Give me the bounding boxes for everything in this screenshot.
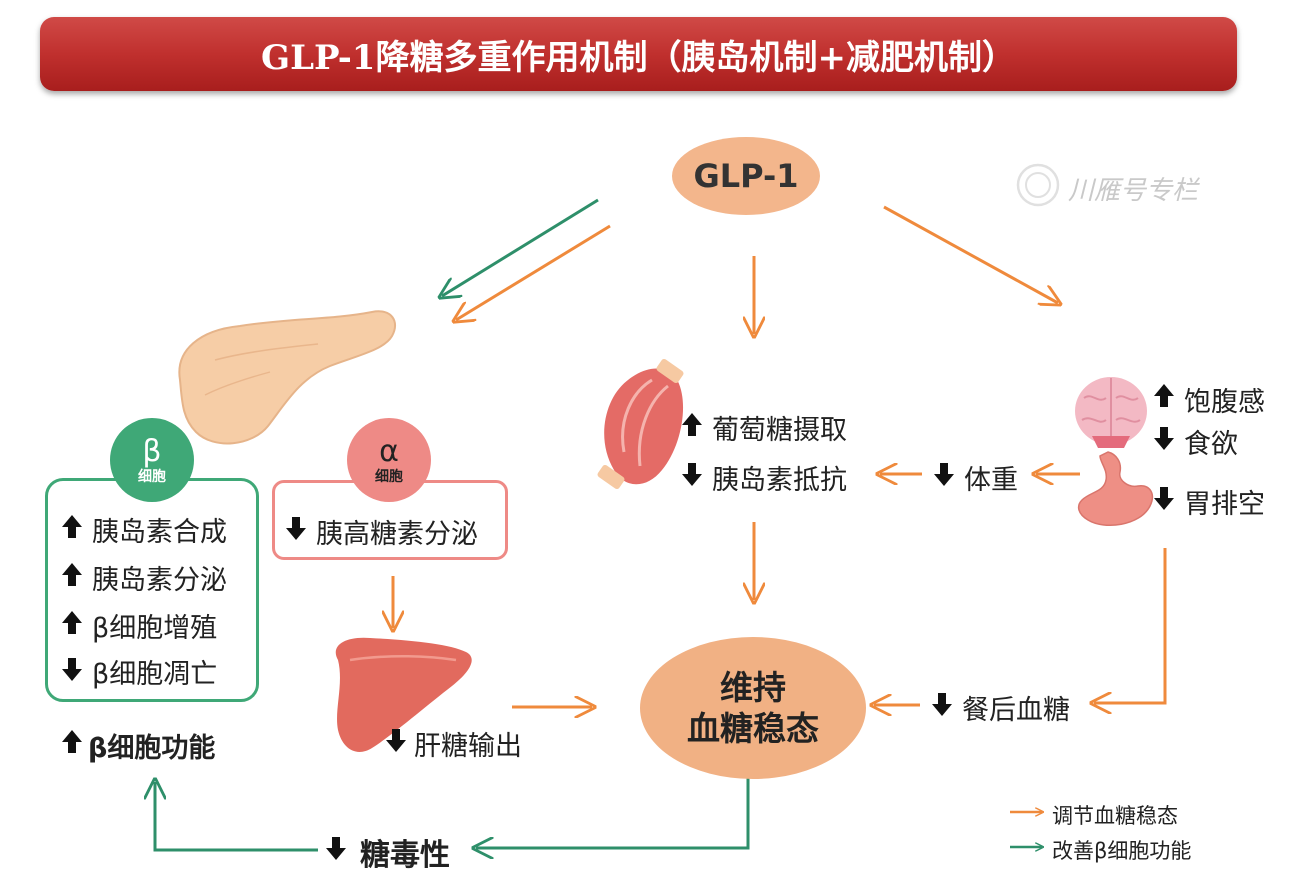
arrow-toxicity-to-beta (155, 782, 318, 852)
glucose-homeostasis-node: 维持 血糖稳态 (640, 637, 866, 779)
brain-image (1075, 377, 1147, 448)
beta-sub-label: 细胞 (138, 468, 166, 485)
arrow-glp-to-pancreas-orange (456, 224, 611, 320)
arrow-glp-to-pancreas-green (442, 198, 599, 296)
beta-symbol: β (142, 433, 162, 469)
center-line-1: 维持 (720, 667, 786, 707)
watermark-logo (1016, 163, 1060, 207)
pancreas-image (178, 310, 397, 445)
center-line-2: 血糖稳态 (687, 709, 819, 748)
gastric-emptying-label: 胃排空 (1184, 489, 1265, 520)
liver-image (335, 637, 472, 752)
beta-item-3: β细胞增殖 (92, 613, 218, 644)
insulin-resistance-down-arrow-icon (682, 463, 702, 486)
weight-down-arrow-icon (934, 463, 954, 486)
arrow-glp-to-brain (883, 205, 1058, 303)
arrow-stomach-to-postprandial (1094, 548, 1167, 703)
alpha-down-arrow-icon (286, 517, 306, 540)
arrow-center-to-toxicity (476, 778, 750, 848)
beta-item-1: 胰岛素合成 (92, 517, 227, 548)
beta-function-up-arrow-icon (62, 730, 82, 753)
title-banner: GLP-1降糖多重作用机制（胰岛机制+减肥机制） (40, 17, 1237, 91)
postprandial-down-arrow-icon (932, 693, 952, 716)
beta-cell-badge: β 细胞 (110, 418, 194, 502)
alpha-cell-badge: α 细胞 (347, 418, 431, 502)
gastric-emptying-down-arrow-icon (1154, 487, 1174, 510)
postprandial-glucose-label: 餐后血糖 (962, 695, 1070, 726)
beta-item-3-up-arrow-icon (62, 611, 82, 634)
liver-down-arrow-icon (386, 729, 406, 752)
beta-item-1-up-arrow-icon (62, 515, 82, 538)
glp1-node: GLP-1 (672, 137, 820, 215)
watermark-text: 川雁号专栏 (1068, 176, 1199, 206)
appetite-down-arrow-icon (1154, 427, 1174, 450)
direction-glyphs (62, 384, 1174, 860)
alpha-sub-label: 细胞 (375, 468, 403, 485)
stomach-image (1077, 451, 1154, 527)
alpha-item: 胰高糖素分泌 (316, 519, 478, 550)
legend-green-label: 改善β细胞功能 (1052, 839, 1192, 863)
alpha-symbol: α (379, 433, 399, 469)
glucose-uptake-up-arrow-icon (682, 413, 702, 436)
insulin-resistance-label: 胰岛素抵抗 (712, 465, 847, 496)
glucotoxicity-label: 糖毒性 (360, 838, 450, 873)
appetite-label: 食欲 (1184, 429, 1238, 460)
satiety-label: 饱腹感 (1184, 387, 1265, 418)
muscle-image (597, 358, 684, 490)
page-title: GLP-1降糖多重作用机制（胰岛机制+减肥机制） (261, 37, 1016, 78)
legend-orange-label: 调节血糖稳态 (1052, 804, 1178, 828)
glucose-uptake-label: 葡萄糖摄取 (712, 415, 847, 446)
beta-item-2-up-arrow-icon (62, 563, 82, 586)
beta-item-4-down-arrow-icon (62, 658, 82, 681)
liver-output-label: 肝糖输出 (414, 731, 522, 762)
weight-label: 体重 (964, 465, 1018, 496)
glp1-label: GLP-1 (693, 157, 799, 195)
satiety-up-arrow-icon (1154, 384, 1174, 407)
beta-item-2: 胰岛素分泌 (92, 565, 227, 596)
beta-function-label: β细胞功能 (88, 733, 216, 764)
beta-item-4: β细胞凋亡 (92, 659, 218, 690)
glucotoxicity-down-arrow-icon (326, 837, 346, 860)
